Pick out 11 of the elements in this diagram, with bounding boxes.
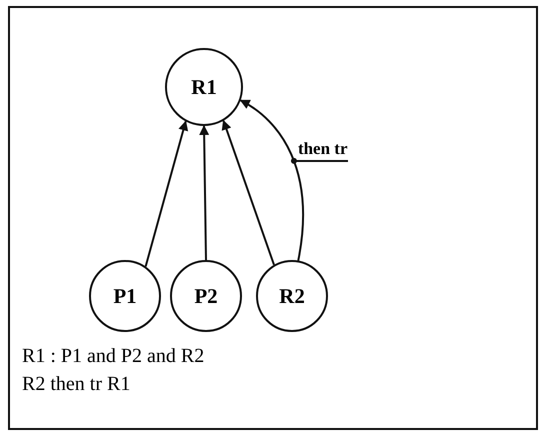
edge-label: then tr	[294, 140, 348, 162]
arrow	[199, 125, 210, 260]
arrow	[240, 99, 304, 261]
node-label: R1	[191, 76, 217, 98]
rule-text: R2 then tr R1	[22, 372, 130, 396]
rule-text: R1 : P1 and P2 and R2	[22, 344, 204, 368]
arrow	[144, 120, 188, 267]
node-label: P2	[194, 286, 218, 306]
arrow	[222, 120, 275, 266]
node-label: R2	[279, 286, 305, 306]
node-label: P1	[113, 286, 137, 306]
